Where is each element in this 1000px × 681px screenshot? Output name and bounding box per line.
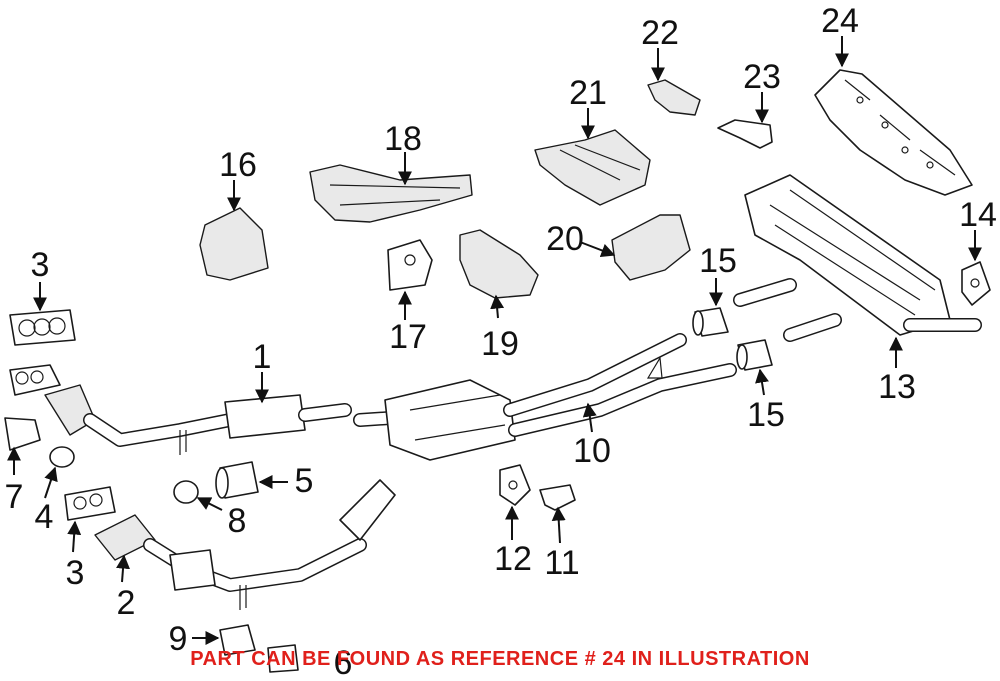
- part-16-heat-shield: [199, 207, 269, 281]
- callout-12: 12: [494, 540, 532, 578]
- part-8-bushing: [173, 480, 199, 504]
- part-13-rear-muffler: [733, 174, 982, 342]
- callout-4: 4: [35, 498, 54, 536]
- callout-24: 24: [821, 2, 859, 40]
- callout-9: 9: [169, 620, 188, 658]
- part-22-bracket: [647, 79, 701, 116]
- callout-23: 23: [743, 58, 781, 96]
- callout-1: 1: [253, 338, 272, 376]
- part-10-center-muffler: [353, 333, 737, 461]
- callout-21: 21: [569, 74, 607, 112]
- part-11-bracket: [539, 484, 576, 511]
- callout-11: 11: [544, 544, 579, 582]
- callout-3-lower: 3: [66, 554, 85, 592]
- callout-19: 19: [481, 325, 519, 363]
- callout-17: 17: [389, 318, 427, 356]
- part-5-bushing: [215, 461, 259, 499]
- callout-15-lower: 15: [747, 396, 785, 434]
- part-20-heat-shield: [611, 214, 691, 281]
- part-18-heat-shield: [309, 164, 473, 223]
- part-6-bushing: [267, 644, 299, 673]
- callout-10: 10: [573, 432, 611, 470]
- callout-8: 8: [228, 502, 247, 540]
- callout-22: 22: [641, 14, 679, 52]
- reference-note: PART CAN BE FOUND AS REFERENCE # 24 IN I…: [190, 648, 810, 670]
- callout-labels: 1 2 3 3 4 5 6 7 8 9 10 11 12 13 14 15 15…: [5, 2, 997, 681]
- callout-6: 6: [334, 644, 353, 681]
- part-14-hanger: [961, 261, 991, 306]
- part-3-gasket-upper: [9, 309, 76, 346]
- part-15-clamp-upper: [692, 307, 729, 337]
- part-12-hanger: [499, 464, 531, 506]
- part-3-gasket-lower: [64, 486, 116, 521]
- part-23-bracket: [717, 119, 773, 149]
- callout-16: 16: [219, 146, 257, 184]
- callout-2: 2: [117, 584, 136, 622]
- callout-15-upper: 15: [699, 242, 737, 280]
- leader-arrows: [6, 36, 982, 645]
- part-21-heat-shield: [534, 129, 651, 206]
- part-24-heat-shield: [814, 69, 973, 196]
- callout-7: 7: [5, 478, 24, 516]
- part-17-bracket: [387, 239, 433, 291]
- part-19-heat-shield: [459, 229, 539, 299]
- callout-3-upper: 3: [31, 246, 50, 284]
- callout-18: 18: [384, 120, 422, 158]
- callout-13: 13: [878, 368, 916, 406]
- part-4-bushing: [49, 446, 75, 468]
- part-15-clamp-lower: [736, 339, 773, 371]
- callout-14: 14: [959, 196, 997, 234]
- part-2-front-pipe: [94, 479, 396, 610]
- part-7-mount: [4, 417, 41, 451]
- part-9-mount: [219, 624, 256, 656]
- callout-5: 5: [295, 462, 314, 500]
- callout-20: 20: [546, 220, 584, 258]
- part-1-front-pipe: [9, 364, 352, 455]
